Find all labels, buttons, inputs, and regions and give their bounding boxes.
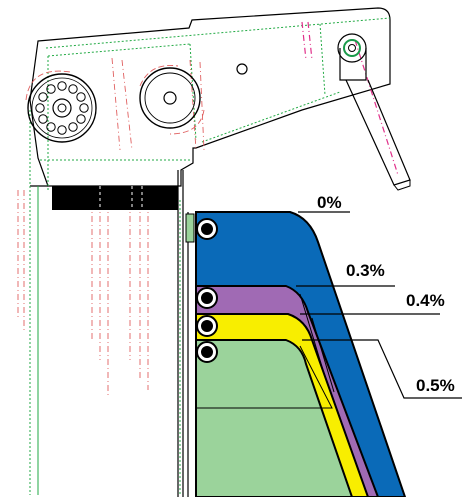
side-strip [185,213,195,243]
label-0-3-percent: 0.3% [346,261,385,280]
pulley-middle-icon [139,64,205,135]
indicator-lines [301,21,399,176]
upper-frame [29,7,391,187]
frame-dotted-lines [29,17,391,495]
centerlines [17,57,205,395]
pulley-left-icon [25,70,97,143]
roller-icon [196,218,218,363]
leader-lines [296,211,462,399]
label-0-4-percent: 0.4% [406,291,445,310]
belt-block [52,186,178,210]
label-0-5-percent: 0.5% [416,376,455,395]
arm-pivot-icon [337,33,411,191]
layer-shapes [195,211,407,497]
small-hole-icon [236,63,248,75]
guide-rails [177,170,189,497]
label-0-percent: 0% [317,193,342,212]
layer-0-5-percent [195,339,354,497]
